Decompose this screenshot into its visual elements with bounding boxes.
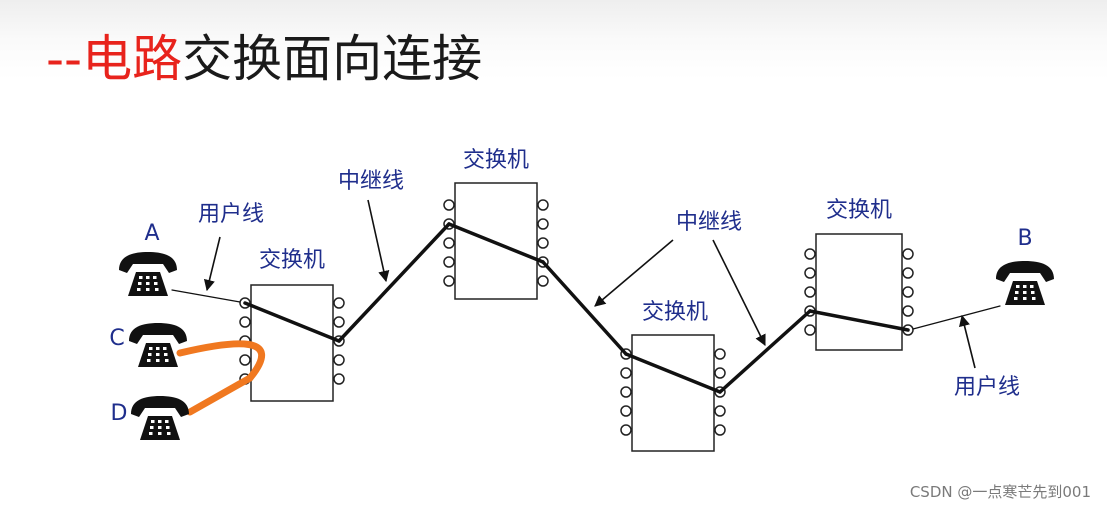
phone-c-label: C: [109, 326, 124, 351]
title-red-part: 电路: [82, 30, 183, 88]
phone-d-label: D: [111, 401, 128, 426]
switch-2-label: 交换机: [463, 148, 529, 173]
switch-3-label: 交换机: [642, 300, 708, 325]
user-line-left-label: 用户线: [198, 202, 264, 227]
switch-3: 交换机: [620, 300, 726, 452]
switch-4-internal-connection: [808, 309, 910, 332]
telephone-c-icon: [129, 323, 187, 367]
switch-3-internal-connection: [624, 352, 722, 394]
local-loop-cd: [176, 340, 266, 416]
trunk-line-1-wire: [337, 222, 451, 343]
switch-1-label: 交换机: [259, 248, 325, 273]
user-line-a: [171, 289, 241, 303]
switch-1-internal-connection: [243, 301, 341, 343]
user-line-b: [912, 305, 1001, 330]
trunk-line-1-label: 中继线: [338, 169, 404, 194]
slide-title: --电路交换面向连接: [46, 26, 482, 92]
trunk-line-3-wire: [718, 309, 812, 394]
trunk-line-2-wire: [541, 260, 628, 356]
telephone-a-icon: [119, 252, 177, 296]
user-line-right-label: 用户线: [954, 375, 1020, 400]
phone-a-label: A: [144, 221, 159, 246]
switch-2-internal-connection: [447, 222, 545, 264]
switch-4: 交换机: [804, 198, 914, 351]
phone-b-label: B: [1017, 226, 1032, 251]
switch-2: 交换机: [443, 148, 549, 300]
label-arrows: [203, 199, 976, 369]
circuit-path: [171, 222, 1001, 394]
switch-4-label: 交换机: [826, 198, 892, 223]
telephone-b-icon: [996, 261, 1054, 305]
title-prefix: --: [46, 30, 83, 88]
trunk-line-2-label: 中继线: [676, 210, 742, 235]
title-black-part: 交换面向连接: [182, 30, 483, 88]
watermark: CSDN @一点寒芒先到001: [910, 483, 1091, 501]
telephone-d-icon: [131, 396, 189, 440]
switch-1: 交换机: [239, 248, 345, 402]
